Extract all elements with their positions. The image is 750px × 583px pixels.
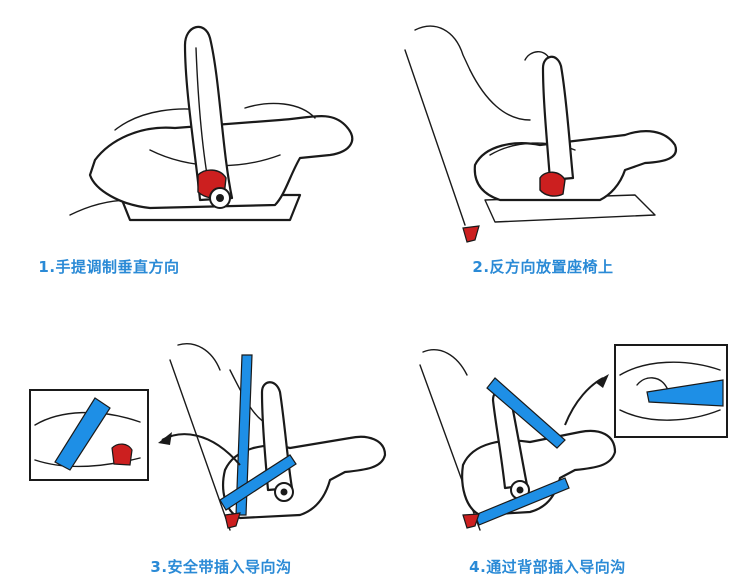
step-2-caption: 2.反方向放置座椅上	[472, 258, 614, 276]
lap-belt-guide-drawing	[29, 343, 387, 531]
step-4-illustration: 4.通过背部插入导向沟	[375, 330, 750, 576]
carrier-rear-facing-drawing	[404, 25, 678, 243]
step-1-caption: 1.手提调制垂直方向	[38, 258, 180, 276]
shoulder-belt-back-guide-drawing	[419, 344, 728, 531]
step-2-illustration: 2.反方向放置座椅上	[375, 0, 750, 276]
step-3-illustration: 3.安全带插入导向沟	[0, 330, 387, 576]
step-3-caption: 3.安全带插入导向沟	[150, 558, 292, 576]
step-4-caption: 4.通过背部插入导向沟	[469, 558, 626, 576]
step-1-illustration: 1.手提调制垂直方向	[0, 0, 375, 276]
carrier-handle-vertical-drawing	[69, 25, 354, 222]
